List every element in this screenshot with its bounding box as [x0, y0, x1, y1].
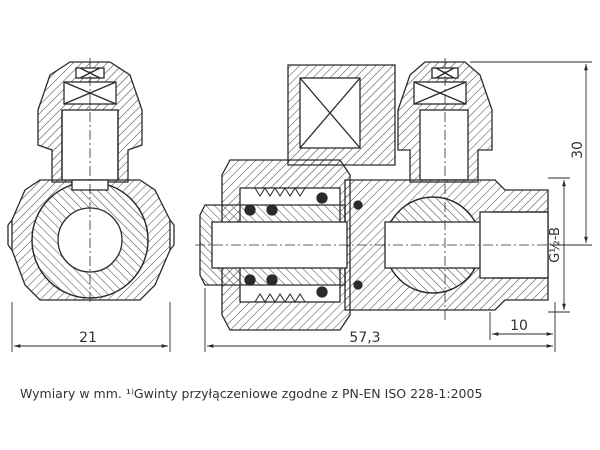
dimension-thread-length: [489, 312, 553, 340]
end-view: [7, 58, 175, 305]
dimension-label-57-3: 57,3: [349, 330, 380, 346]
caption: Wymiary w mm. ¹⁾Gwinty przyłączeniowe zg…: [20, 386, 483, 401]
technical-drawing: 21: [7, 58, 592, 352]
dimension-thread: [548, 177, 570, 313]
dimension-total-length: [204, 288, 556, 352]
dimension-label-30: 30: [570, 141, 586, 159]
dimension-left-width: [11, 302, 171, 352]
dimension-label-21: 21: [79, 330, 97, 346]
dimension-label-10: 10: [510, 318, 528, 334]
dimension-label-thread: G½-B: [548, 227, 563, 263]
section-view: [195, 58, 560, 331]
dimension-height: [470, 61, 592, 246]
